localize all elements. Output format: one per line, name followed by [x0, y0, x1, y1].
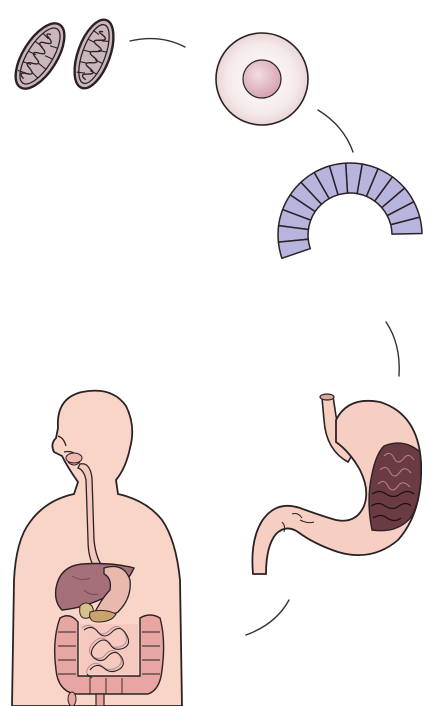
epithelial-tissue-icon: [278, 163, 422, 258]
mitochondria-icon: [6, 15, 121, 97]
connector-mitochondria-to-cell: [130, 39, 185, 47]
digestive-system-icon: [12, 391, 182, 706]
cell-icon: [216, 33, 308, 125]
connector-organ-to-system: [246, 600, 289, 635]
stomach-icon: [252, 394, 421, 574]
tissue-cell: [278, 239, 310, 258]
connector-cell-to-tissue: [318, 110, 353, 152]
connector-tissue-to-organ: [386, 322, 399, 376]
